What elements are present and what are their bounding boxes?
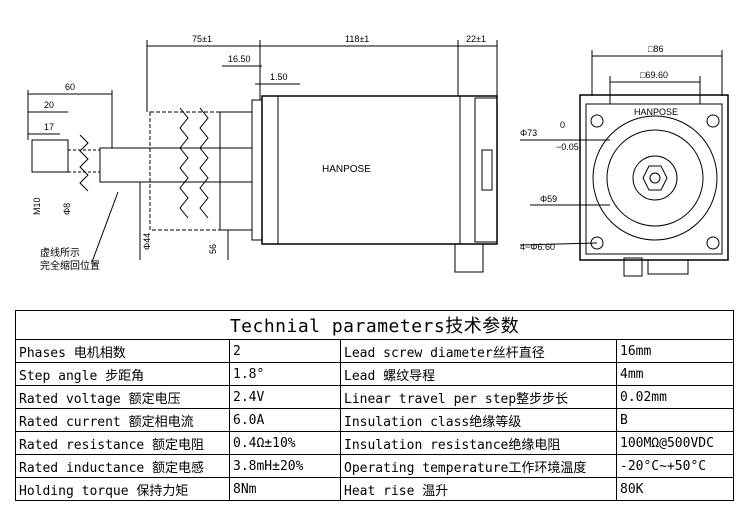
param-label: Rated voltage 额定电压 — [15, 385, 230, 409]
dim-sq-86: □86 — [648, 44, 663, 54]
param-value: 16mm — [615, 339, 735, 363]
param-value: 0.4Ω±10% — [229, 431, 341, 455]
parameters-table: Technial parameters技术参数 Phases 电机相数 2 Le… — [14, 310, 735, 501]
note-line2: 完全缩回位置 — [40, 259, 100, 272]
dim-dia-44: Φ44 — [142, 233, 152, 250]
motor-rear-cap — [474, 97, 498, 243]
dim-17: 17 — [44, 122, 54, 132]
dim-tol-neg: −0.05 — [556, 142, 579, 152]
param-label: Insulation class绝缘等级 — [340, 408, 617, 432]
param-label: Step angle 步距角 — [15, 362, 230, 386]
dim-20: 20 — [44, 100, 54, 110]
param-value: 2.4V — [229, 385, 341, 409]
motor-body — [261, 95, 498, 245]
table-title: Technial parameters技术参数 — [14, 310, 735, 340]
table-row: Rated current 额定相电流 6.0A Insulation clas… — [15, 408, 735, 432]
motor-flange — [251, 99, 263, 241]
param-value: 6.0A — [229, 408, 341, 432]
param-label: Operating temperature工作环境温度 — [340, 454, 617, 478]
dim-16-50: 16.50 — [228, 54, 251, 64]
dim-22: 22±1 — [466, 34, 486, 44]
front-view-frame — [579, 94, 729, 261]
param-value: B — [615, 408, 735, 432]
dim-dia-59: Φ59 — [540, 194, 557, 204]
param-label: Holding torque 保持力矩 — [15, 477, 230, 501]
param-label: Rated current 额定相电流 — [15, 408, 230, 432]
param-value: -20°C~+50°C — [615, 454, 735, 478]
param-label: Heat rise 温升 — [340, 477, 617, 501]
table-row: Rated inductance 额定电感 3.8mH±20% Operatin… — [15, 454, 735, 478]
brand-side: HANPOSE — [322, 164, 371, 175]
brand-front: HANPOSE — [634, 107, 678, 117]
param-label: Linear travel per step整步步长 — [340, 385, 617, 409]
param-label: Insulation resistance绝缘电阻 — [340, 431, 617, 455]
technical-drawing: 75±1 118±1 22±1 16.50 1.50 60 20 17 M10 … — [27, 34, 729, 277]
front-housing — [219, 111, 253, 231]
dim-dia-8: Φ8 — [62, 203, 72, 215]
param-label: Rated resistance 额定电阻 — [15, 431, 230, 455]
dim-75: 75±1 — [192, 34, 212, 44]
param-value: 4mm — [615, 362, 735, 386]
dim-holes: 4−Φ6.60 — [520, 242, 555, 252]
table-row: Rated voltage 额定电压 2.4V Linear travel pe… — [15, 385, 735, 409]
front-view-pilot — [592, 115, 718, 241]
dim-sq-69: □69.60 — [640, 70, 668, 80]
table-row: Step angle 步距角 1.8° Lead 螺纹导程 4mm — [15, 362, 735, 386]
dim-60: 60 — [65, 82, 75, 92]
param-label: Lead 螺纹导程 — [340, 362, 617, 386]
note-line1: 虚线所示 — [40, 246, 80, 259]
param-value: 0.02mm — [615, 385, 735, 409]
param-value: 3.8mH±20% — [229, 454, 341, 478]
table-row: Phases 电机相数 2 Lead screw diameter丝杆直径 16… — [15, 339, 735, 363]
param-value: 80K — [615, 477, 735, 501]
param-value: 100MΩ@500VDC — [615, 431, 735, 455]
param-value: 8Nm — [229, 477, 341, 501]
dim-m10: M10 — [32, 197, 42, 215]
motor-leads — [454, 243, 484, 273]
table-row: Rated resistance 额定电阻 0.4Ω±10% Insulatio… — [15, 431, 735, 455]
param-value: 2 — [229, 339, 341, 363]
param-label: Phases 电机相数 — [15, 339, 230, 363]
dim-56: 56 — [208, 244, 218, 254]
dim-1-50: 1.50 — [270, 72, 288, 82]
dim-118: 118±1 — [345, 34, 369, 44]
lead-screw — [99, 147, 253, 183]
dim-dia-73: Φ73 — [520, 128, 537, 138]
param-label: Rated inductance 额定电感 — [15, 454, 230, 478]
param-label: Lead screw diameter丝杆直径 — [340, 339, 617, 363]
table-row: Holding torque 保持力矩 8Nm Heat rise 温升 80K — [15, 477, 735, 501]
dim-tol-0: 0 — [560, 120, 565, 130]
param-value: 1.8° — [229, 362, 341, 386]
